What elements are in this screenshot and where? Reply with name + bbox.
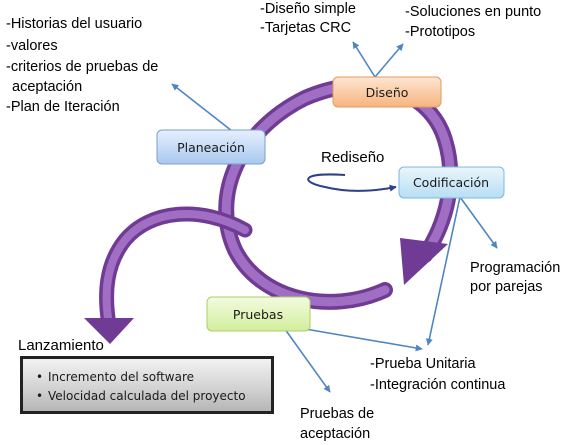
phase-pruebas: Pruebas (206, 296, 311, 332)
codificacion-items: Programación por parejas (470, 260, 560, 295)
lanzamiento-bullet-dot: • (36, 389, 43, 403)
lanzamiento-box: • Incremento del software • Velocidad ca… (20, 356, 274, 414)
diseno-item: -Tarjetas CRC (260, 20, 351, 36)
cycle-arrowhead-right (400, 238, 448, 285)
diseno-item: -Diseño simple (260, 1, 356, 17)
pruebas-aceptacion: Pruebas de aceptación (300, 406, 374, 442)
pruebas-aceptacion-line: aceptación (300, 426, 370, 442)
pruebas-aceptacion-line: Pruebas de (300, 406, 374, 422)
rediseno-loop-arrow (307, 173, 397, 192)
planeacion-item: -valores (6, 38, 58, 54)
planeacion-item: -criterios de pruebas de (6, 59, 158, 75)
diseno-item-right: -Prototipos (405, 24, 475, 40)
phase-diseno: Diseño (332, 76, 442, 108)
planeacion-items: -Historias del usuario -valores -criteri… (6, 16, 158, 115)
phase-codificacion-label: Codificación (413, 175, 489, 190)
phase-codificacion: Codificación (398, 166, 505, 199)
diseno-item-right: -Soluciones en punto (405, 4, 541, 20)
lanzamiento-bullet: Velocidad calculada del proyecto (48, 389, 246, 403)
phase-diseno-label: Diseño (366, 85, 409, 100)
lanzamiento-title: Lanzamiento (18, 337, 104, 354)
diseno-items-right: -Soluciones en punto -Prototipos (405, 4, 541, 40)
planeacion-item: -Historias del usuario (6, 16, 142, 32)
rediseno-label: Rediseño (321, 149, 384, 166)
diseno-items: -Diseño simple -Tarjetas CRC (260, 1, 356, 36)
cycle-arrowhead-lanzamiento (84, 318, 134, 344)
lanzamiento-bullet: Incremento del software (48, 370, 194, 384)
phase-pruebas-label: Pruebas (233, 307, 283, 322)
pruebas-items: -Prueba Unitaria -Integración continua (370, 356, 506, 393)
cycle-arc (84, 77, 459, 344)
phase-planeacion-label: Planeación (177, 140, 245, 155)
connector-arrows (171, 41, 498, 393)
codificacion-item: Programación (470, 260, 560, 276)
planeacion-item: aceptación (12, 79, 82, 95)
phase-planeacion: Planeación (156, 129, 266, 165)
lanzamiento-bullet-dot: • (36, 370, 43, 384)
pruebas-item: -Prueba Unitaria (370, 356, 477, 372)
codificacion-item: por parejas (470, 279, 543, 295)
pruebas-item: -Integración continua (370, 377, 506, 393)
planeacion-item: -Plan de Iteración (6, 99, 120, 115)
